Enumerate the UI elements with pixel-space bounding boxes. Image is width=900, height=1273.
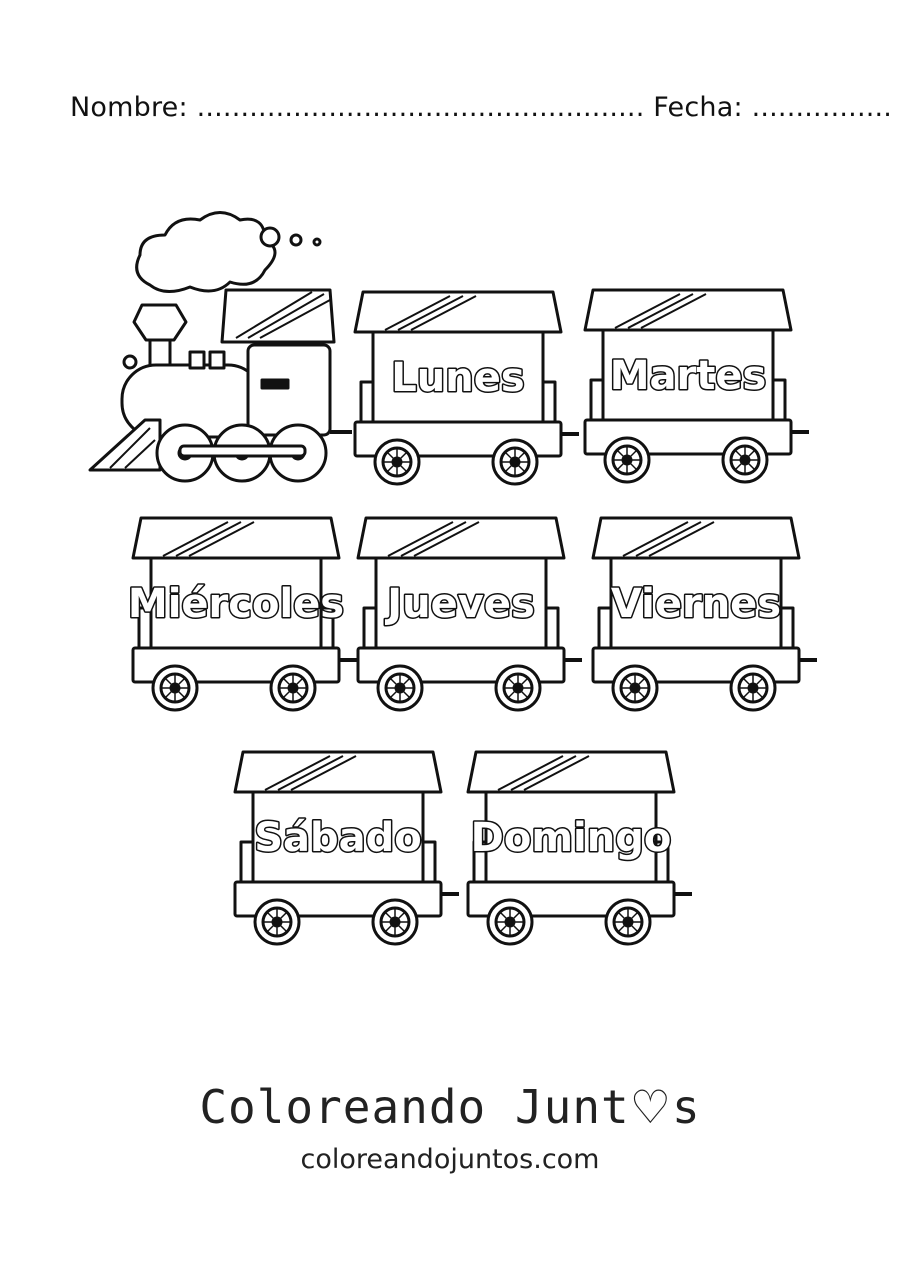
smoke-puff xyxy=(289,233,303,247)
day-label: Martes xyxy=(610,353,767,399)
train-car-3: Miércoles xyxy=(126,516,357,712)
steam-dome xyxy=(188,350,206,370)
cow-catcher xyxy=(88,418,162,472)
date-blank[interactable]: ................ xyxy=(751,92,893,123)
day-label: Domingo xyxy=(471,815,672,861)
train-car-5: Viernes xyxy=(591,516,817,712)
smoke-puff xyxy=(259,226,281,248)
day-label: Miércoles xyxy=(128,581,344,627)
smoke-cloud xyxy=(135,211,277,293)
smoke-puff xyxy=(312,237,322,247)
train-car-6: Sábado xyxy=(233,750,459,946)
brand-text-end: s xyxy=(671,1080,701,1134)
name-blank[interactable]: ........................................… xyxy=(196,92,645,123)
cab xyxy=(246,343,332,437)
steam-dome xyxy=(208,350,226,370)
day-label: Lunes xyxy=(391,355,524,401)
chimney-top xyxy=(132,303,188,342)
day-label: Jueves xyxy=(384,581,535,627)
cab-window xyxy=(260,378,290,390)
locomotive xyxy=(88,211,352,483)
day-label: Viernes xyxy=(611,581,781,627)
train-car-1: Lunes xyxy=(353,290,579,486)
website-url[interactable]: coloreandojuntos.com xyxy=(300,1144,600,1175)
train-car-4: Jueves xyxy=(356,516,582,712)
brand-logo: Coloreando Junt♡s xyxy=(0,1080,900,1134)
name-label: Nombre: xyxy=(70,92,188,123)
loco-wheels xyxy=(155,423,328,483)
train-car-7: Domingo xyxy=(466,750,692,946)
brand-text: Coloreando Junt xyxy=(199,1080,630,1134)
day-label: Sábado xyxy=(254,815,422,861)
train-car-2: Martes xyxy=(583,288,809,484)
heart-icon: ♡ xyxy=(629,1080,672,1134)
date-label: Fecha: xyxy=(653,92,743,123)
worksheet-header: Nombre: ................................… xyxy=(70,92,892,123)
headlight xyxy=(122,354,138,370)
